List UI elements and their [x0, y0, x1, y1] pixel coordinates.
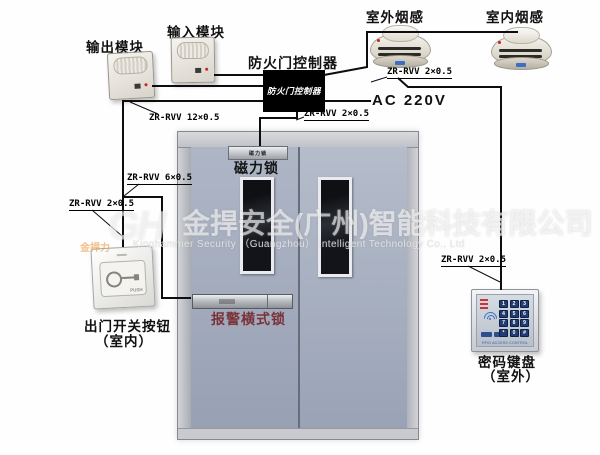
- smoke-vent-slot: [499, 54, 542, 58]
- pointer-exit-label: [91, 209, 123, 237]
- fire-door-controller: 防火门控制器: [263, 70, 325, 112]
- door-leaf-right: [300, 147, 407, 428]
- controller-label: 防火门控制器: [248, 55, 338, 71]
- key-5[interactable]: 5: [509, 309, 519, 318]
- key-4[interactable]: 4: [499, 309, 508, 318]
- key-7[interactable]: 7: [499, 319, 508, 327]
- keypad-indicator: [480, 307, 488, 309]
- maglock-plate-text: 磁力锁: [248, 150, 267, 157]
- door-jamb-right: [405, 132, 418, 439]
- pointer-keypad-label: [467, 265, 501, 283]
- smoke-vent-slot: [378, 52, 421, 56]
- pointer-trunk-label: [129, 101, 159, 115]
- rfid-dot: [488, 317, 491, 320]
- pointer-lines: [91, 76, 501, 283]
- wires: [122, 31, 518, 299]
- keypad-location-label: （室外）: [482, 369, 540, 384]
- keypad-panel: 1 2 3 4 5 6 7 8 9 * 0 # RFID ACCESS CONT…: [476, 294, 534, 347]
- wire-label-maglock: ZR-RVV 2×0.5: [304, 109, 370, 121]
- smoke-led: [376, 38, 380, 42]
- wire-label-smoke: ZR-RVV 2×0.5: [387, 67, 453, 79]
- key-8[interactable]: 8: [509, 319, 519, 327]
- maglock-device: 磁力锁: [228, 146, 288, 160]
- smoke-led: [497, 40, 501, 44]
- outdoor-smoke-label: 室外烟感: [366, 10, 424, 25]
- key-hash[interactable]: #: [520, 328, 529, 337]
- pointer-maglock-label: [295, 116, 305, 121]
- ac-power-label: AC 220V: [372, 92, 447, 109]
- keypad-bell-button[interactable]: [494, 332, 500, 337]
- keypad-device: 1 2 3 4 5 6 7 8 9 * 0 # RFID ACCESS CONT…: [471, 289, 539, 352]
- input-module-label: 输入模块: [167, 25, 225, 40]
- panic-bar-print: [219, 299, 235, 304]
- key-3[interactable]: 3: [520, 300, 529, 308]
- controller-box-text: 防火门控制器: [266, 86, 321, 96]
- wire-label-keypad: ZR-RVV 2×0.5: [441, 255, 507, 267]
- indoor-smoke-label: 室内烟感: [486, 10, 544, 25]
- maglock-label: 磁力锁: [234, 160, 279, 176]
- outdoor-smoke-detector: [369, 25, 431, 68]
- indoor-smoke-detector: [490, 27, 552, 70]
- pointer-panic-label: [123, 183, 140, 197]
- rfid-icon: [481, 309, 500, 328]
- keypad-footer-text: RFID ACCESS CONTROL: [481, 340, 529, 345]
- panic-bar-divider: [267, 295, 268, 308]
- smoke-cap: [381, 25, 420, 42]
- wire-label-trunk: ZR-RVV 12×0.5: [149, 113, 220, 123]
- fire-door: 磁力锁 磁力锁 报警横式锁: [177, 131, 419, 440]
- door-jamb-left: [178, 132, 191, 439]
- smoke-vent-slot: [499, 48, 542, 52]
- wire-maglock: [259, 112, 298, 146]
- door-window-right: [318, 177, 352, 277]
- keypad-label: 密码键盘: [478, 355, 536, 370]
- keypad-keys: 1 2 3 4 5 6 7 8 9 * 0 #: [499, 300, 529, 337]
- smoke-brand-tag: [394, 61, 405, 65]
- key-2[interactable]: 2: [509, 300, 519, 308]
- key-star[interactable]: *: [499, 328, 508, 337]
- wire-smoke-detectors: [323, 31, 518, 76]
- wire-keypad: [397, 77, 502, 290]
- key-9[interactable]: 9: [520, 319, 529, 327]
- wire-label-exit: ZR-RVV 2×0.5: [69, 199, 135, 211]
- panic-lock-label: 报警横式锁: [211, 311, 286, 327]
- door-window-left: [240, 177, 274, 274]
- wire-trunk: [122, 100, 263, 247]
- exit-button-label: 出门开关按钮: [84, 319, 171, 334]
- exit-button-location-label: （室内）: [95, 334, 153, 349]
- wire-label-panic: ZR-RVV 6×0.5: [127, 173, 193, 185]
- keypad-indicator: [480, 299, 488, 301]
- smoke-vent-slot: [378, 46, 421, 50]
- wire-panic-bar: [123, 196, 191, 299]
- smoke-brand-tag: [515, 63, 526, 67]
- keypad-function-button[interactable]: [481, 332, 492, 337]
- key-0[interactable]: 0: [509, 328, 519, 337]
- pointer-smoke-label: [370, 76, 388, 83]
- door-sill: [178, 428, 418, 439]
- panic-bar-device: [192, 294, 293, 309]
- key-1[interactable]: 1: [499, 300, 508, 308]
- keypad-indicator: [480, 303, 488, 305]
- key-6[interactable]: 6: [520, 309, 529, 318]
